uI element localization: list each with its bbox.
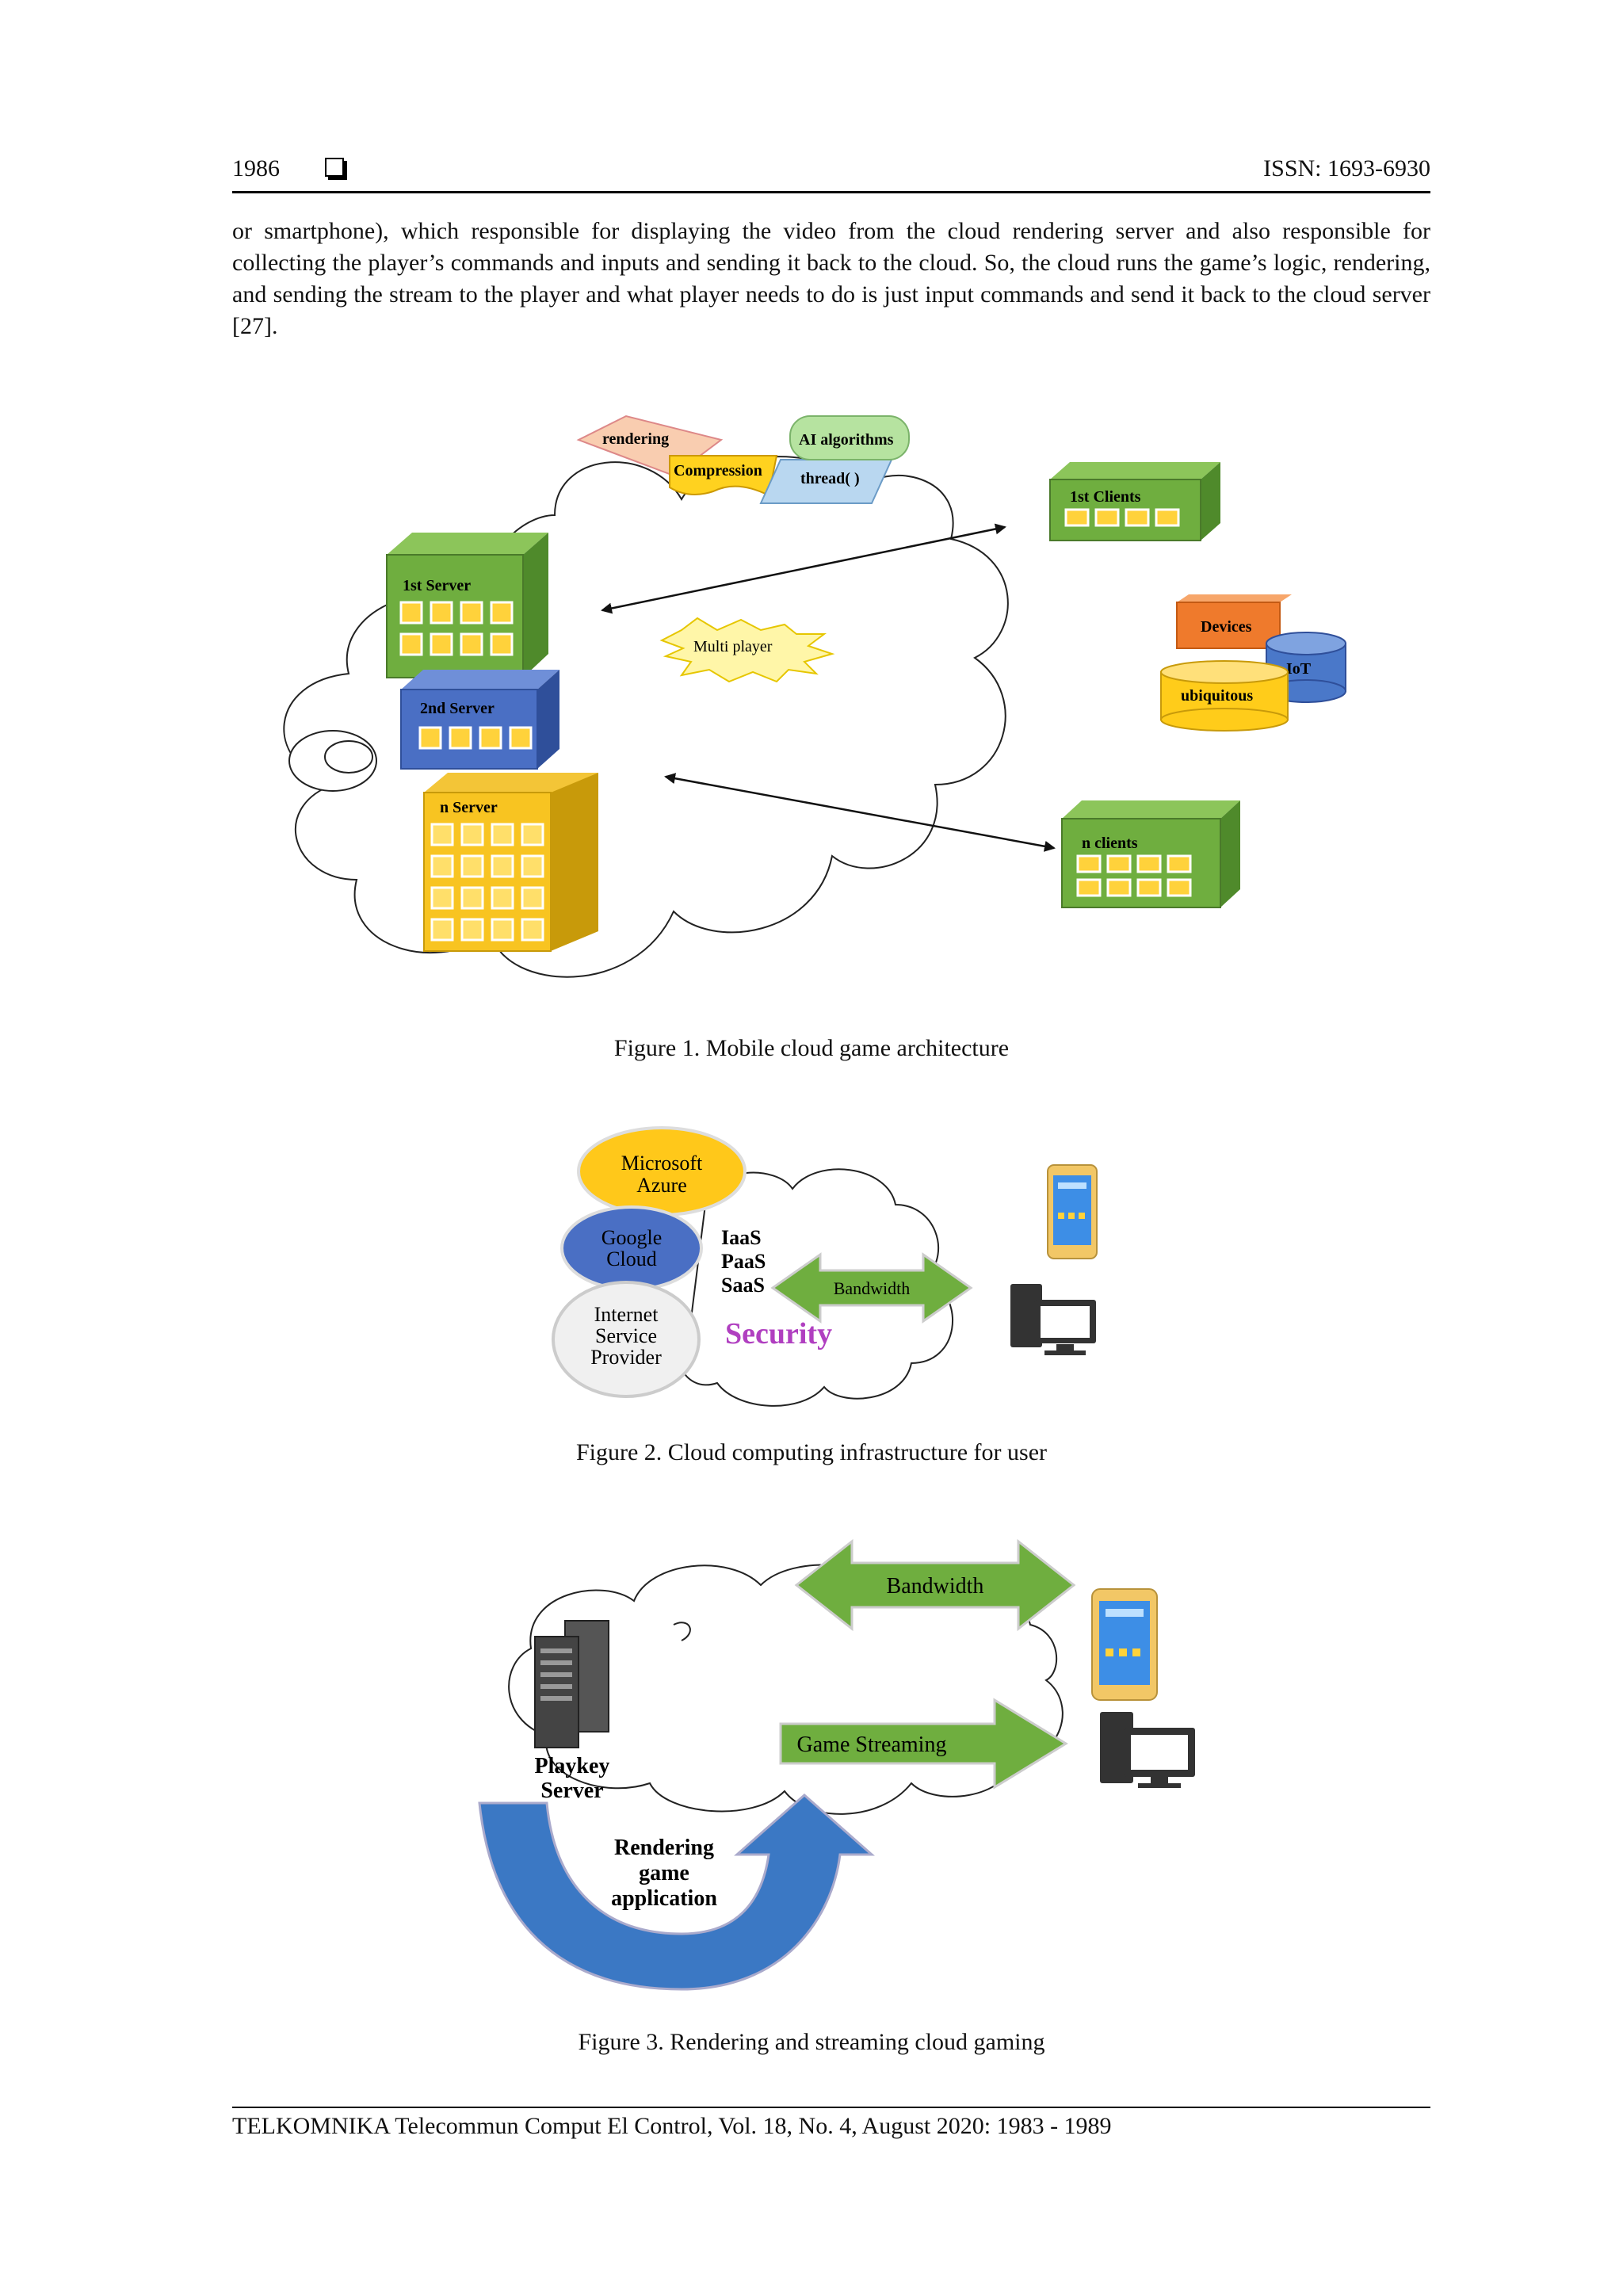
- figure-1-caption: Figure 1. Mobile cloud game architecture: [613, 1035, 1010, 1061]
- cloud-shape: [283, 456, 1009, 978]
- ubiquitous-cylinder: ubiquitous: [1160, 660, 1289, 732]
- server-2-label: 2nd Server: [420, 700, 495, 717]
- render-label-1: Rendering: [614, 1836, 714, 1860]
- google-label-1: Google: [601, 1226, 663, 1249]
- arrow-clients1: [601, 523, 1006, 614]
- bandwidth-arrow: [794, 1538, 1076, 1632]
- server-tower-icon: [534, 1620, 609, 1748]
- server-2-box: 2nd Server: [400, 670, 559, 770]
- clients-n-box: n clients: [1061, 800, 1240, 908]
- desktop-computer-icon: [1100, 1712, 1195, 1788]
- server-n-box: n Server: [423, 773, 598, 952]
- devices-label: Devices: [1201, 618, 1252, 636]
- desktop-computer-icon: [1010, 1284, 1096, 1355]
- iaas-label: IaaS: [721, 1226, 762, 1249]
- bandwidth-arrow: [770, 1252, 973, 1324]
- bandwidth-label: Bandwidth: [834, 1278, 911, 1298]
- security-label: Security: [725, 1317, 832, 1350]
- smartphone-icon: [1047, 1164, 1098, 1259]
- iot-label: IoT: [1286, 660, 1312, 678]
- azure-label-2: Azure: [636, 1174, 687, 1197]
- compression-label: Compression: [674, 462, 762, 479]
- clients-1-box: 1st Clients: [1049, 462, 1220, 541]
- server-label-1: Playkey: [535, 1754, 610, 1778]
- render-label-3: application: [611, 1886, 717, 1911]
- footer-rule: [232, 2107, 1430, 2108]
- render-label-2: game: [639, 1861, 689, 1885]
- figure-3-caption: Figure 3. Rendering and streaming cloud …: [578, 2029, 1045, 2055]
- game-streaming-label: Game Streaming: [797, 1733, 947, 1757]
- ubiquitous-label: ubiquitous: [1181, 687, 1253, 705]
- footer-citation: TELKOMNIKA Telecommun Comput El Control,…: [232, 2113, 1112, 2139]
- rendering-label: rendering: [602, 430, 669, 448]
- ai-algorithms-shape: [789, 415, 910, 460]
- rendering-curved-arrow: [478, 1793, 875, 1991]
- server-1-label: 1st Server: [403, 577, 471, 594]
- saas-label: SaaS: [721, 1274, 765, 1297]
- figure-2-diagram: Microsoft Azure Google Cloud Internet Se…: [552, 1126, 1098, 1407]
- server-n-label: n Server: [440, 799, 498, 816]
- figure-1-diagram: rendering Compression thread( ) AI algor…: [283, 415, 1346, 978]
- header-rule: [232, 191, 1430, 193]
- bandwidth-label: Bandwidth: [887, 1574, 984, 1599]
- isp-label-2: Service: [595, 1324, 657, 1347]
- multi-player-burst: [659, 617, 835, 683]
- google-label-2: Cloud: [606, 1247, 657, 1270]
- isp-ellipse: [552, 1281, 701, 1398]
- paas-label: PaaS: [721, 1250, 766, 1273]
- game-streaming-arrow: [779, 1698, 1068, 1790]
- isp-label-1: Internet: [594, 1303, 659, 1326]
- figure-3-diagram: Playkey Server Bandwidth Game Streaming …: [478, 1538, 1195, 1991]
- issn: ISSN: 1693-6930: [1263, 155, 1430, 181]
- devices-box: Devices: [1176, 594, 1292, 649]
- isp-label-3: Provider: [590, 1346, 662, 1369]
- server-label-2: Server: [540, 1778, 603, 1803]
- body-paragraph: or smartphone), which responsible for di…: [232, 218, 1430, 339]
- square-bullet-icon: [325, 158, 344, 177]
- smartphone-icon: [1091, 1588, 1158, 1701]
- arrow-clients-n: [664, 773, 1056, 852]
- figure-2-caption: Figure 2. Cloud computing infrastructure…: [575, 1439, 1048, 1465]
- ai-algorithms-label: AI algorithms: [799, 431, 894, 449]
- server-1-box: 1st Server: [386, 533, 548, 678]
- clients-1-label: 1st Clients: [1070, 488, 1141, 506]
- compression-shape: [669, 455, 778, 497]
- multi-player-label: Multi player: [693, 638, 773, 655]
- thread-label: thread( ): [800, 470, 860, 487]
- azure-label-1: Microsoft: [621, 1152, 703, 1175]
- clients-n-label: n clients: [1082, 835, 1138, 852]
- page-number: 1986: [232, 155, 280, 181]
